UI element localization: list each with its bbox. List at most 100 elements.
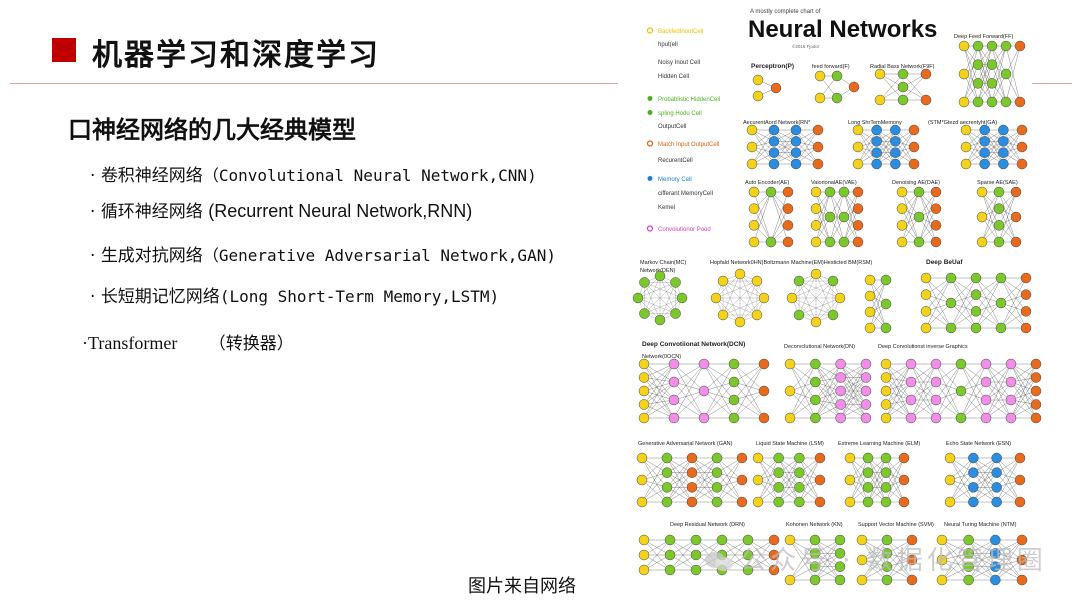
network-node [638,385,650,397]
network-node [920,289,932,300]
network-node [814,70,826,82]
network-edge [935,381,962,419]
network-edge [1010,363,1037,392]
network-node [860,358,872,370]
network-edge [960,363,987,401]
network-edge [673,390,705,419]
network-edge [885,457,905,488]
network-node [794,467,805,478]
network-node [784,358,796,370]
network-edge [753,191,772,226]
network-node [945,272,957,284]
network-edge [849,472,869,503]
network-node [736,452,748,464]
network-edge [733,390,765,419]
network-node [991,496,1002,508]
network-node [768,549,780,561]
network-edge [950,277,977,329]
network-edge [753,208,772,243]
network-node [930,394,942,406]
network-edge [935,363,962,419]
network-edge [798,280,841,299]
network-node [810,220,822,231]
network-node [844,496,856,508]
network-edge [867,457,887,488]
network-node [1016,554,1028,566]
network-node [998,158,1009,170]
network-node [862,467,874,478]
network-edge [643,363,675,378]
network-node [905,412,917,424]
network-edge [1010,381,1037,419]
network-edge [885,390,912,419]
network-edge [673,363,705,392]
network-edge [643,399,675,419]
network-node [784,385,796,397]
legend-label: Kemel [658,205,675,211]
network-node [728,394,740,406]
network-edge [840,363,867,419]
network-edge [815,377,841,419]
network-edge [843,191,859,226]
network-edge [885,363,912,401]
network-node [844,474,856,486]
network-node [852,203,864,214]
network-edge [975,277,1002,304]
network-node [661,482,673,493]
network-node [742,549,754,561]
network-edge [975,277,1002,329]
network-node [746,124,758,136]
network-node [773,452,784,464]
network-node [810,358,821,370]
network-node [834,292,846,304]
network-edge [799,472,821,503]
network-edge [733,363,765,419]
network-node [686,467,698,478]
network-node [906,534,918,546]
network-node [844,452,856,464]
network-node [993,186,1005,198]
network-node [968,467,979,478]
item-en: （Generative Adversarial Network,GAN) [202,246,556,265]
network-edge [814,553,841,581]
network-edge [949,457,974,503]
network-edge [829,191,845,243]
network-edge [996,457,1021,503]
network-node [979,147,990,158]
network-node [809,561,821,572]
network-node [871,158,882,170]
legend-label: Convolutionor Pood [658,227,711,233]
network-node [793,309,805,321]
network-edge [901,191,920,243]
network-edge [643,404,675,419]
network-edge [778,472,800,503]
network-edge [1000,294,1027,329]
network-node [980,358,992,370]
item-zh: （转换器） [208,334,294,354]
network-edge [1005,45,1021,103]
bullet: · [90,287,96,307]
network-edge [753,191,772,243]
list-item-gan: · 生成对抗网络（Generative Adversarial Network,… [90,241,556,266]
network-node [963,548,974,559]
network-edge [975,294,1002,329]
network-edge [643,390,675,419]
network-edge [751,129,775,153]
network-node [1020,289,1032,300]
network-node [944,474,956,486]
network-node [758,358,770,370]
network-node [979,158,990,170]
network-node [734,316,746,328]
network-edge [918,208,937,243]
network-edge [861,539,888,581]
network-edge [1010,363,1037,405]
item-zh: 循环神经网络 [100,202,203,222]
network-node [834,548,846,559]
network-node [990,561,1001,572]
network-edge [977,45,993,103]
network-edge [789,363,816,419]
network-edge [840,363,867,405]
legend-marker [646,140,654,147]
network-edge [815,381,841,405]
network-node [758,385,770,397]
